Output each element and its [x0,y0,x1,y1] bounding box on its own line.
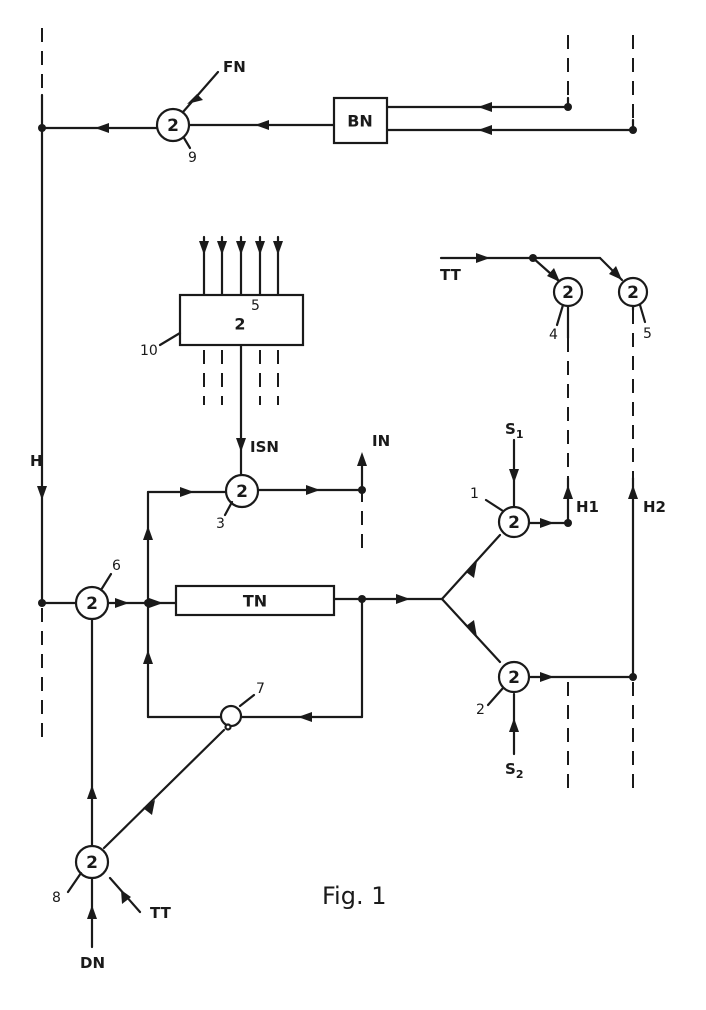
node-7 [219,704,243,731]
box-bn-label: BN [347,112,373,131]
node-8-label: 2 [86,853,98,873]
node-9-label: 2 [167,116,179,136]
box-10-superscript: 5 [251,298,260,314]
box-tn-label: TN [243,592,267,611]
label-h1: H1 [576,498,599,516]
node-2-label: 2 [508,668,520,688]
box-bn: BN [332,96,389,145]
signal-labels: FN TT ISN IN H H1 H2 S1 S2 DN TT [30,58,666,972]
label-tt-top: TT [440,266,462,284]
label-fn: FN [223,58,246,76]
ref-2: 2 [476,702,485,718]
ref-9: 9 [188,150,197,166]
node-4-label: 2 [562,283,574,303]
ref-1: 1 [470,486,479,502]
dashed-lines [41,28,634,790]
node-5-label: 2 [627,283,639,303]
node-3-label: 2 [236,482,248,502]
box-10-label: 2 [234,315,245,334]
box-tn: TN [174,584,336,617]
node-4: 2 [552,276,584,308]
junction-dots [38,103,637,681]
connection-lines [40,70,635,949]
node-8: 2 [74,844,110,880]
node-6-label: 2 [86,594,98,614]
ref-5: 5 [643,326,652,342]
node-6: 2 [74,585,110,621]
ref-10: 10 [140,343,158,359]
label-tt-bottom: TT [150,904,172,922]
ref-6: 6 [112,558,121,574]
label-isn: ISN [250,438,279,456]
node-2: 2 [497,660,531,694]
node-9: 2 [155,107,191,143]
ref-7: 7 [256,681,265,697]
reference-numbers: 9 4 5 3 6 7 1 2 8 10 [52,150,652,906]
box-10: 2 5 [178,293,305,347]
ref-4: 4 [549,327,558,343]
label-h: H [30,452,43,470]
arrowheads [37,94,638,919]
label-s2: S2 [505,760,523,781]
node-3: 2 [224,473,260,509]
node-1: 2 [497,505,531,539]
label-in: IN [372,432,390,450]
ref-8: 8 [52,890,61,906]
label-s1: S1 [505,420,523,441]
node-5: 2 [617,276,649,308]
label-dn: DN [80,954,105,972]
node-1-label: 2 [508,513,520,533]
label-h2: H2 [643,498,666,516]
ref-3: 3 [216,516,225,532]
leader-lines [66,136,647,894]
figure-caption: Fig. 1 [322,882,387,910]
